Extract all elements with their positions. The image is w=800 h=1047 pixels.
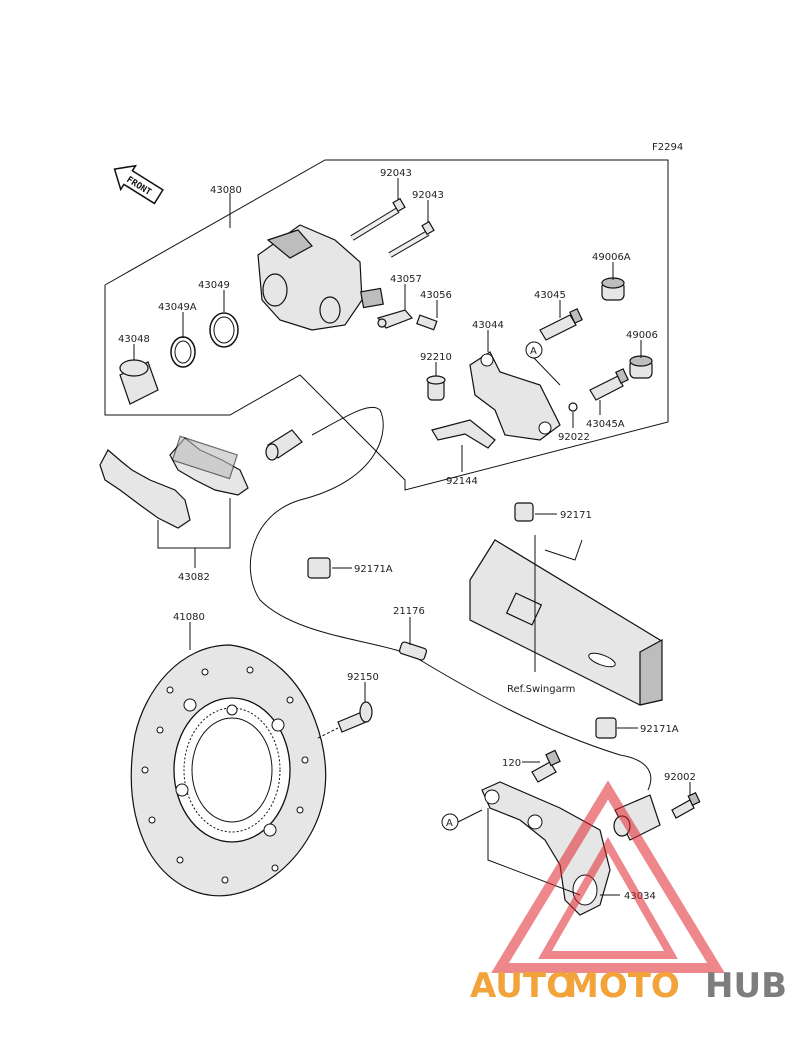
label-43056: 43056 <box>420 290 452 301</box>
boot-92210 <box>426 375 446 401</box>
caliper-assembly-box <box>104 159 669 491</box>
ring-92022 <box>568 402 578 412</box>
watermark-moto: MOTO <box>565 966 680 1006</box>
label-92022: 92022 <box>558 432 590 443</box>
label-120: 120 <box>502 758 521 769</box>
piston-43048 <box>119 359 159 405</box>
clamp-92171 <box>514 502 534 522</box>
label-43082: 43082 <box>178 572 210 583</box>
pin-92043-lower <box>388 220 435 258</box>
label-92002: 92002 <box>664 772 696 783</box>
watermark-auto: AUTO <box>470 966 575 1006</box>
boot-49006 <box>629 355 653 379</box>
brake-pad-inner <box>169 435 249 496</box>
brake-disc-41080 <box>130 644 327 897</box>
label-92043-b: 92043 <box>412 190 444 201</box>
label-49006: 49006 <box>626 330 658 341</box>
ref-marker-a-bottom-letter: A <box>446 818 453 829</box>
watermark-hub: HUB <box>705 966 787 1006</box>
bleeder-valve-43056 <box>416 314 438 331</box>
abs-sensor-cable-21176 <box>249 406 652 791</box>
cable-grommet <box>398 641 428 661</box>
slide-pin-43045A <box>589 368 629 401</box>
front-arrow-icon: FRONT <box>113 164 164 205</box>
label-43045: 43045 <box>534 290 566 301</box>
label-43057: 43057 <box>390 274 422 285</box>
label-41080: 41080 <box>173 612 205 623</box>
ref-swingarm-label: Ref.Swingarm <box>507 684 575 695</box>
clamp-92171A-left <box>307 557 331 579</box>
label-43044: 43044 <box>472 320 504 331</box>
label-43080: 43080 <box>210 185 242 196</box>
swingarm-ref <box>469 539 663 706</box>
label-92210: 92210 <box>420 352 452 363</box>
label-92150: 92150 <box>347 672 379 683</box>
label-43045A: 43045A <box>586 419 625 430</box>
pad-spring-92144 <box>431 419 496 449</box>
label-43049: 43049 <box>198 280 230 291</box>
label-92171A-left: 92171A <box>354 564 393 575</box>
label-21176: 21176 <box>393 606 425 617</box>
bleeder-cap-43057 <box>376 309 414 329</box>
label-43048: 43048 <box>118 334 150 345</box>
bolt-92002 <box>671 791 701 819</box>
boot-49006A <box>601 277 625 301</box>
label-92144: 92144 <box>446 476 478 487</box>
ref-marker-a-top-letter: A <box>530 346 537 357</box>
label-43049A: 43049A <box>158 302 197 313</box>
cable-connector <box>265 429 303 461</box>
brake-pad-outer <box>99 449 191 529</box>
caliper-body <box>257 224 384 331</box>
bolt-120 <box>531 749 561 783</box>
figure-code: F2294 <box>652 142 683 153</box>
disc-bolt-92150 <box>337 701 373 733</box>
caliper-bracket-43044 <box>469 351 561 441</box>
pin-92043-upper <box>350 197 406 241</box>
watermark-logo: AUTO MOTO HUB <box>470 780 787 1006</box>
label-92043-a: 92043 <box>380 168 412 179</box>
label-49006A: 49006A <box>592 252 631 263</box>
label-92171A-right: 92171A <box>640 724 679 735</box>
label-92171: 92171 <box>560 510 592 521</box>
slide-pin-43045 <box>539 308 583 341</box>
clamp-92171A-right <box>595 717 617 739</box>
